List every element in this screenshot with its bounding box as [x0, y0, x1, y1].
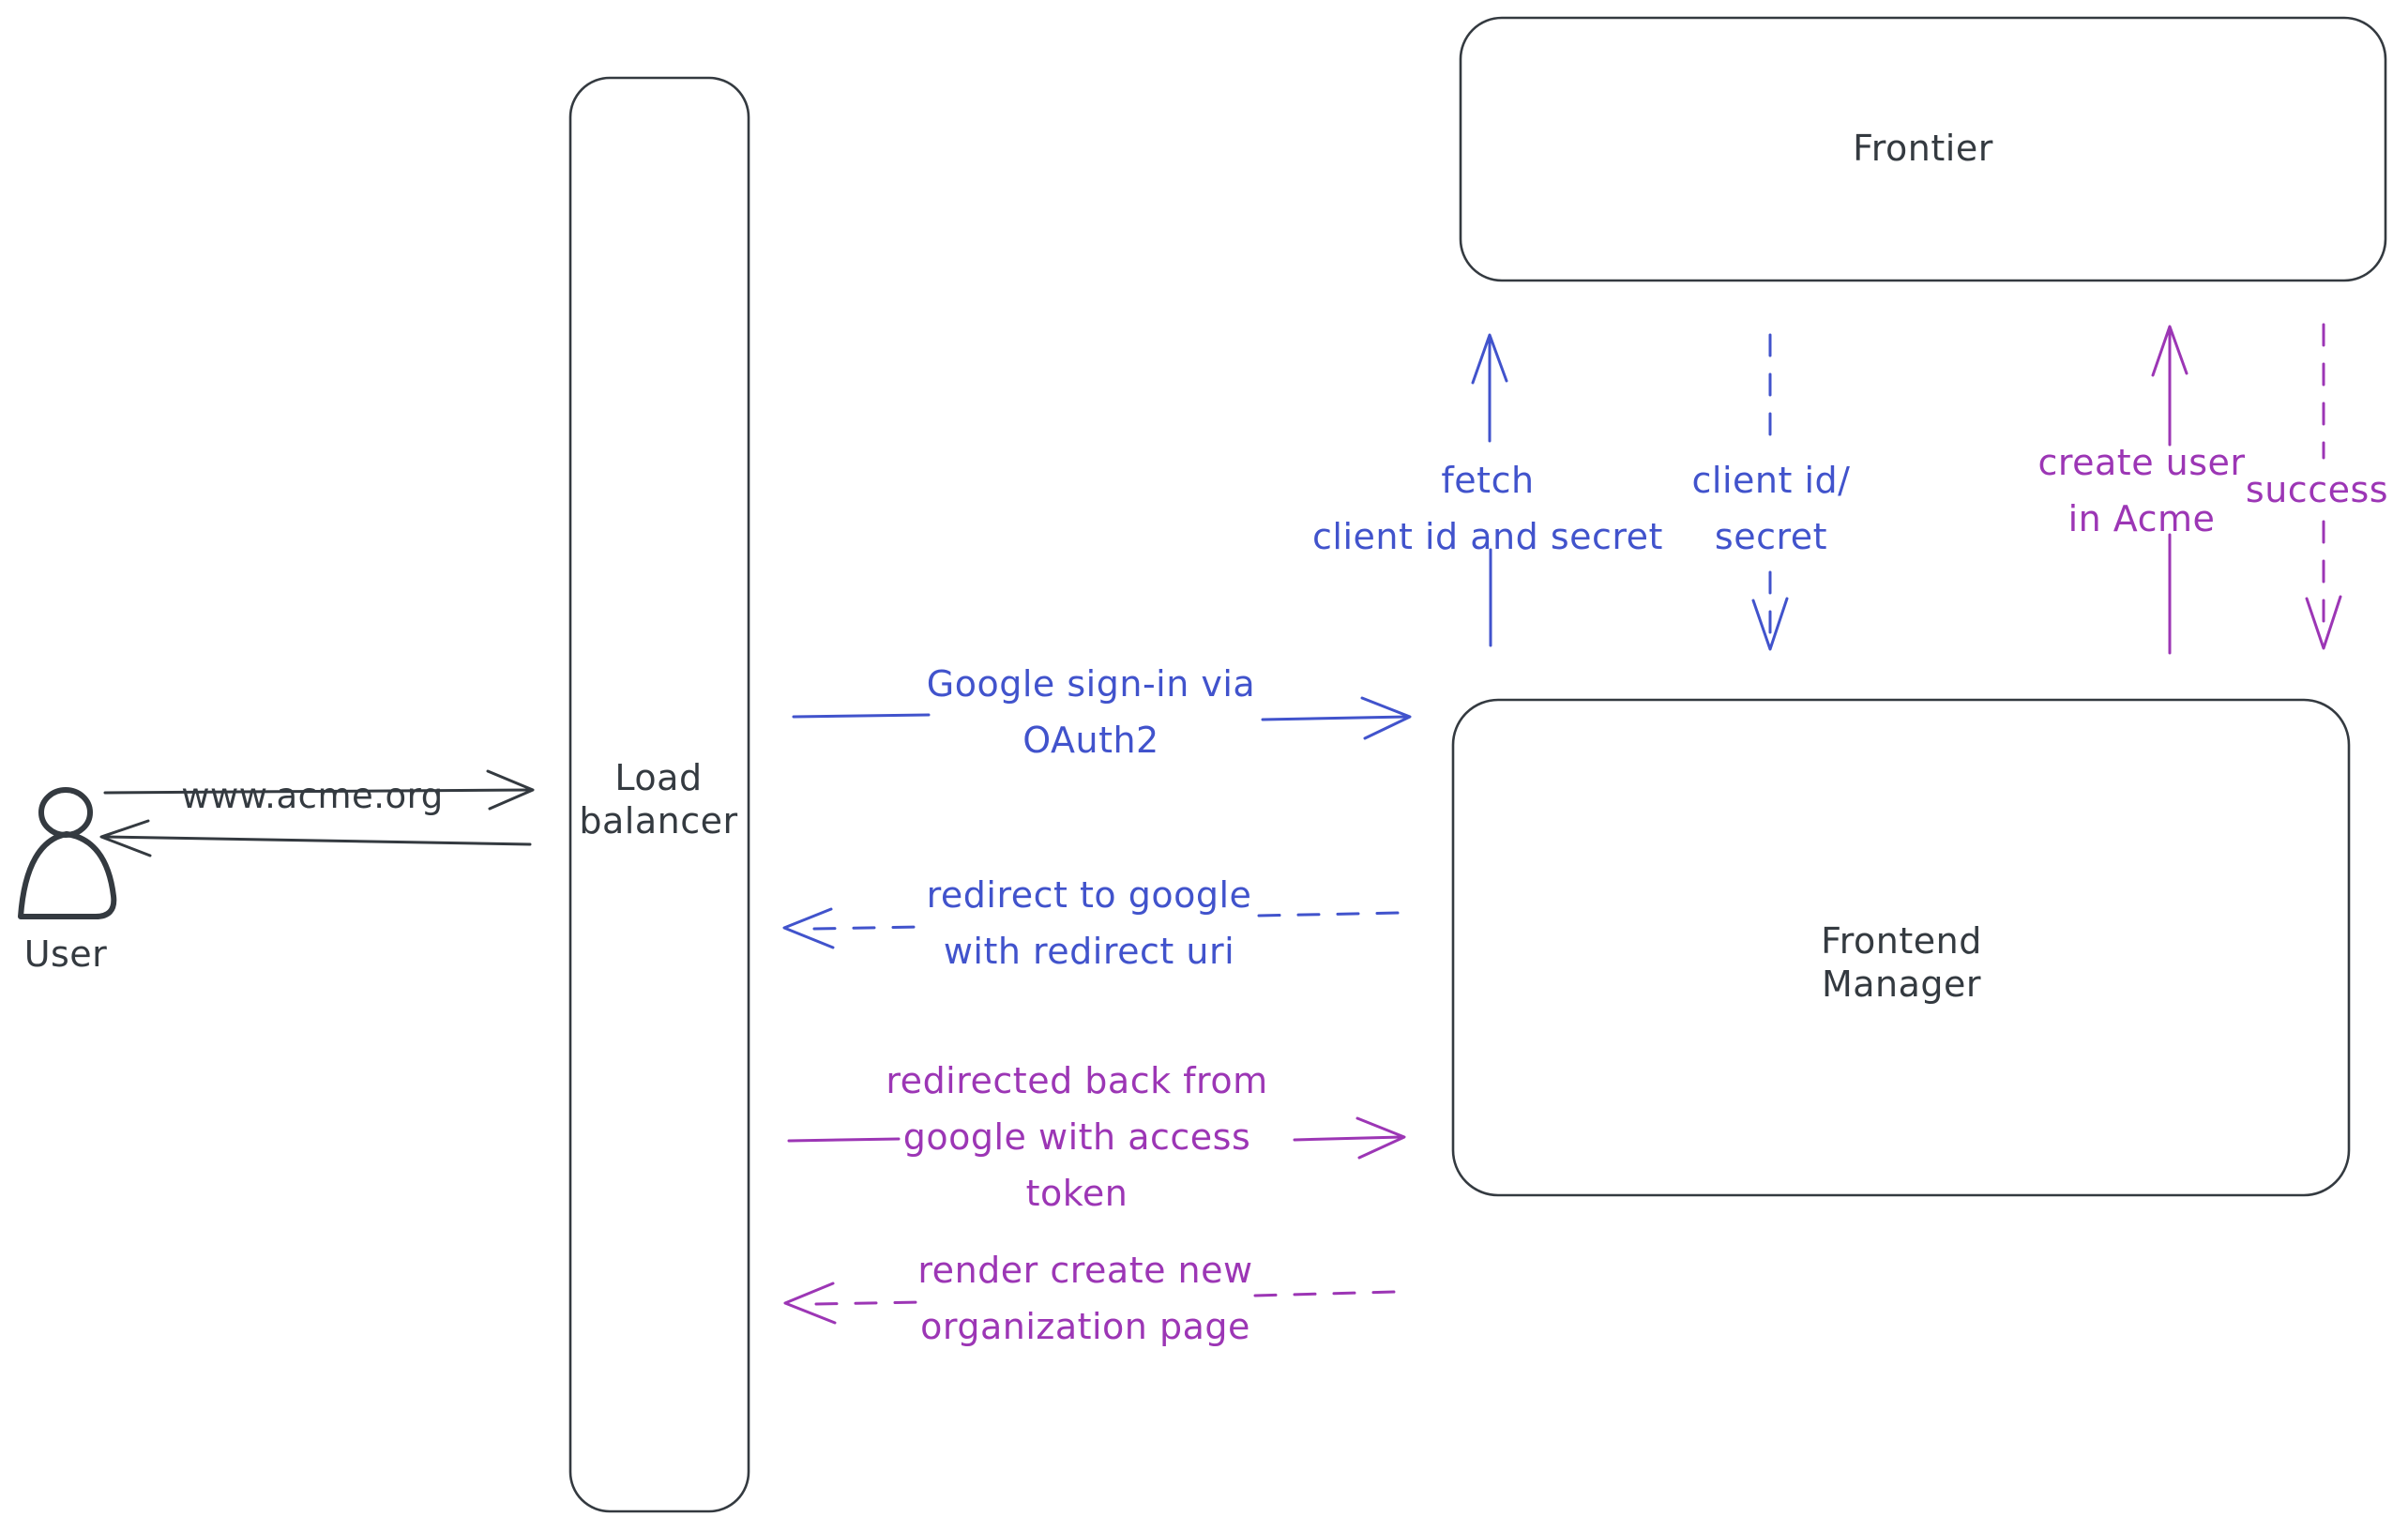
- arrow-client-id-secret-label: client id/ secret: [1691, 460, 1851, 557]
- frontend-manager-label: Frontend Manager: [1821, 920, 1982, 1005]
- arrow-fetch-client-id: [1471, 333, 1508, 647]
- frontend-manager-box: [1451, 698, 2351, 1197]
- arrow-create-user-label: create user in Acme: [2037, 442, 2246, 539]
- arrow-render-org-page: [783, 1282, 1398, 1325]
- arrow-redirected-back-label: redirected back from google with access …: [886, 1060, 1268, 1214]
- arrow-success-label: success: [2245, 469, 2389, 510]
- user-head: [38, 787, 93, 838]
- arrow-success: [2305, 323, 2342, 650]
- arrow-google-signin-label: Google sign-in via OAuth2: [926, 663, 1256, 761]
- frontier-label: Frontier: [1853, 128, 1993, 169]
- arrow-user-to-lb: [103, 769, 535, 811]
- arrow-redirect-to-google-label: redirect to google with redirect uri: [926, 874, 1252, 972]
- user-label: User: [23, 933, 108, 975]
- arrow-create-user: [2151, 325, 2188, 655]
- load-balancer-label: Load balancer: [579, 757, 738, 842]
- arrow-google-signin: [792, 696, 1412, 740]
- arrow-client-id-secret: [1751, 333, 1789, 651]
- arrow-fetch-client-id-label: fetch client id and secret: [1312, 460, 1663, 557]
- frontier-box: [1459, 16, 2387, 282]
- arrow-user-to-lb-label: www.acme.org: [181, 776, 444, 816]
- user-body: [18, 831, 117, 919]
- arrow-lb-to-user: [99, 819, 532, 857]
- arrow-render-org-page-label: render create new organization page: [917, 1250, 1253, 1347]
- arrow-redirect-to-google: [782, 907, 1401, 949]
- load-balancer-box: [568, 76, 750, 1513]
- arrow-redirected-back: [787, 1116, 1406, 1160]
- user-figure: [18, 787, 117, 919]
